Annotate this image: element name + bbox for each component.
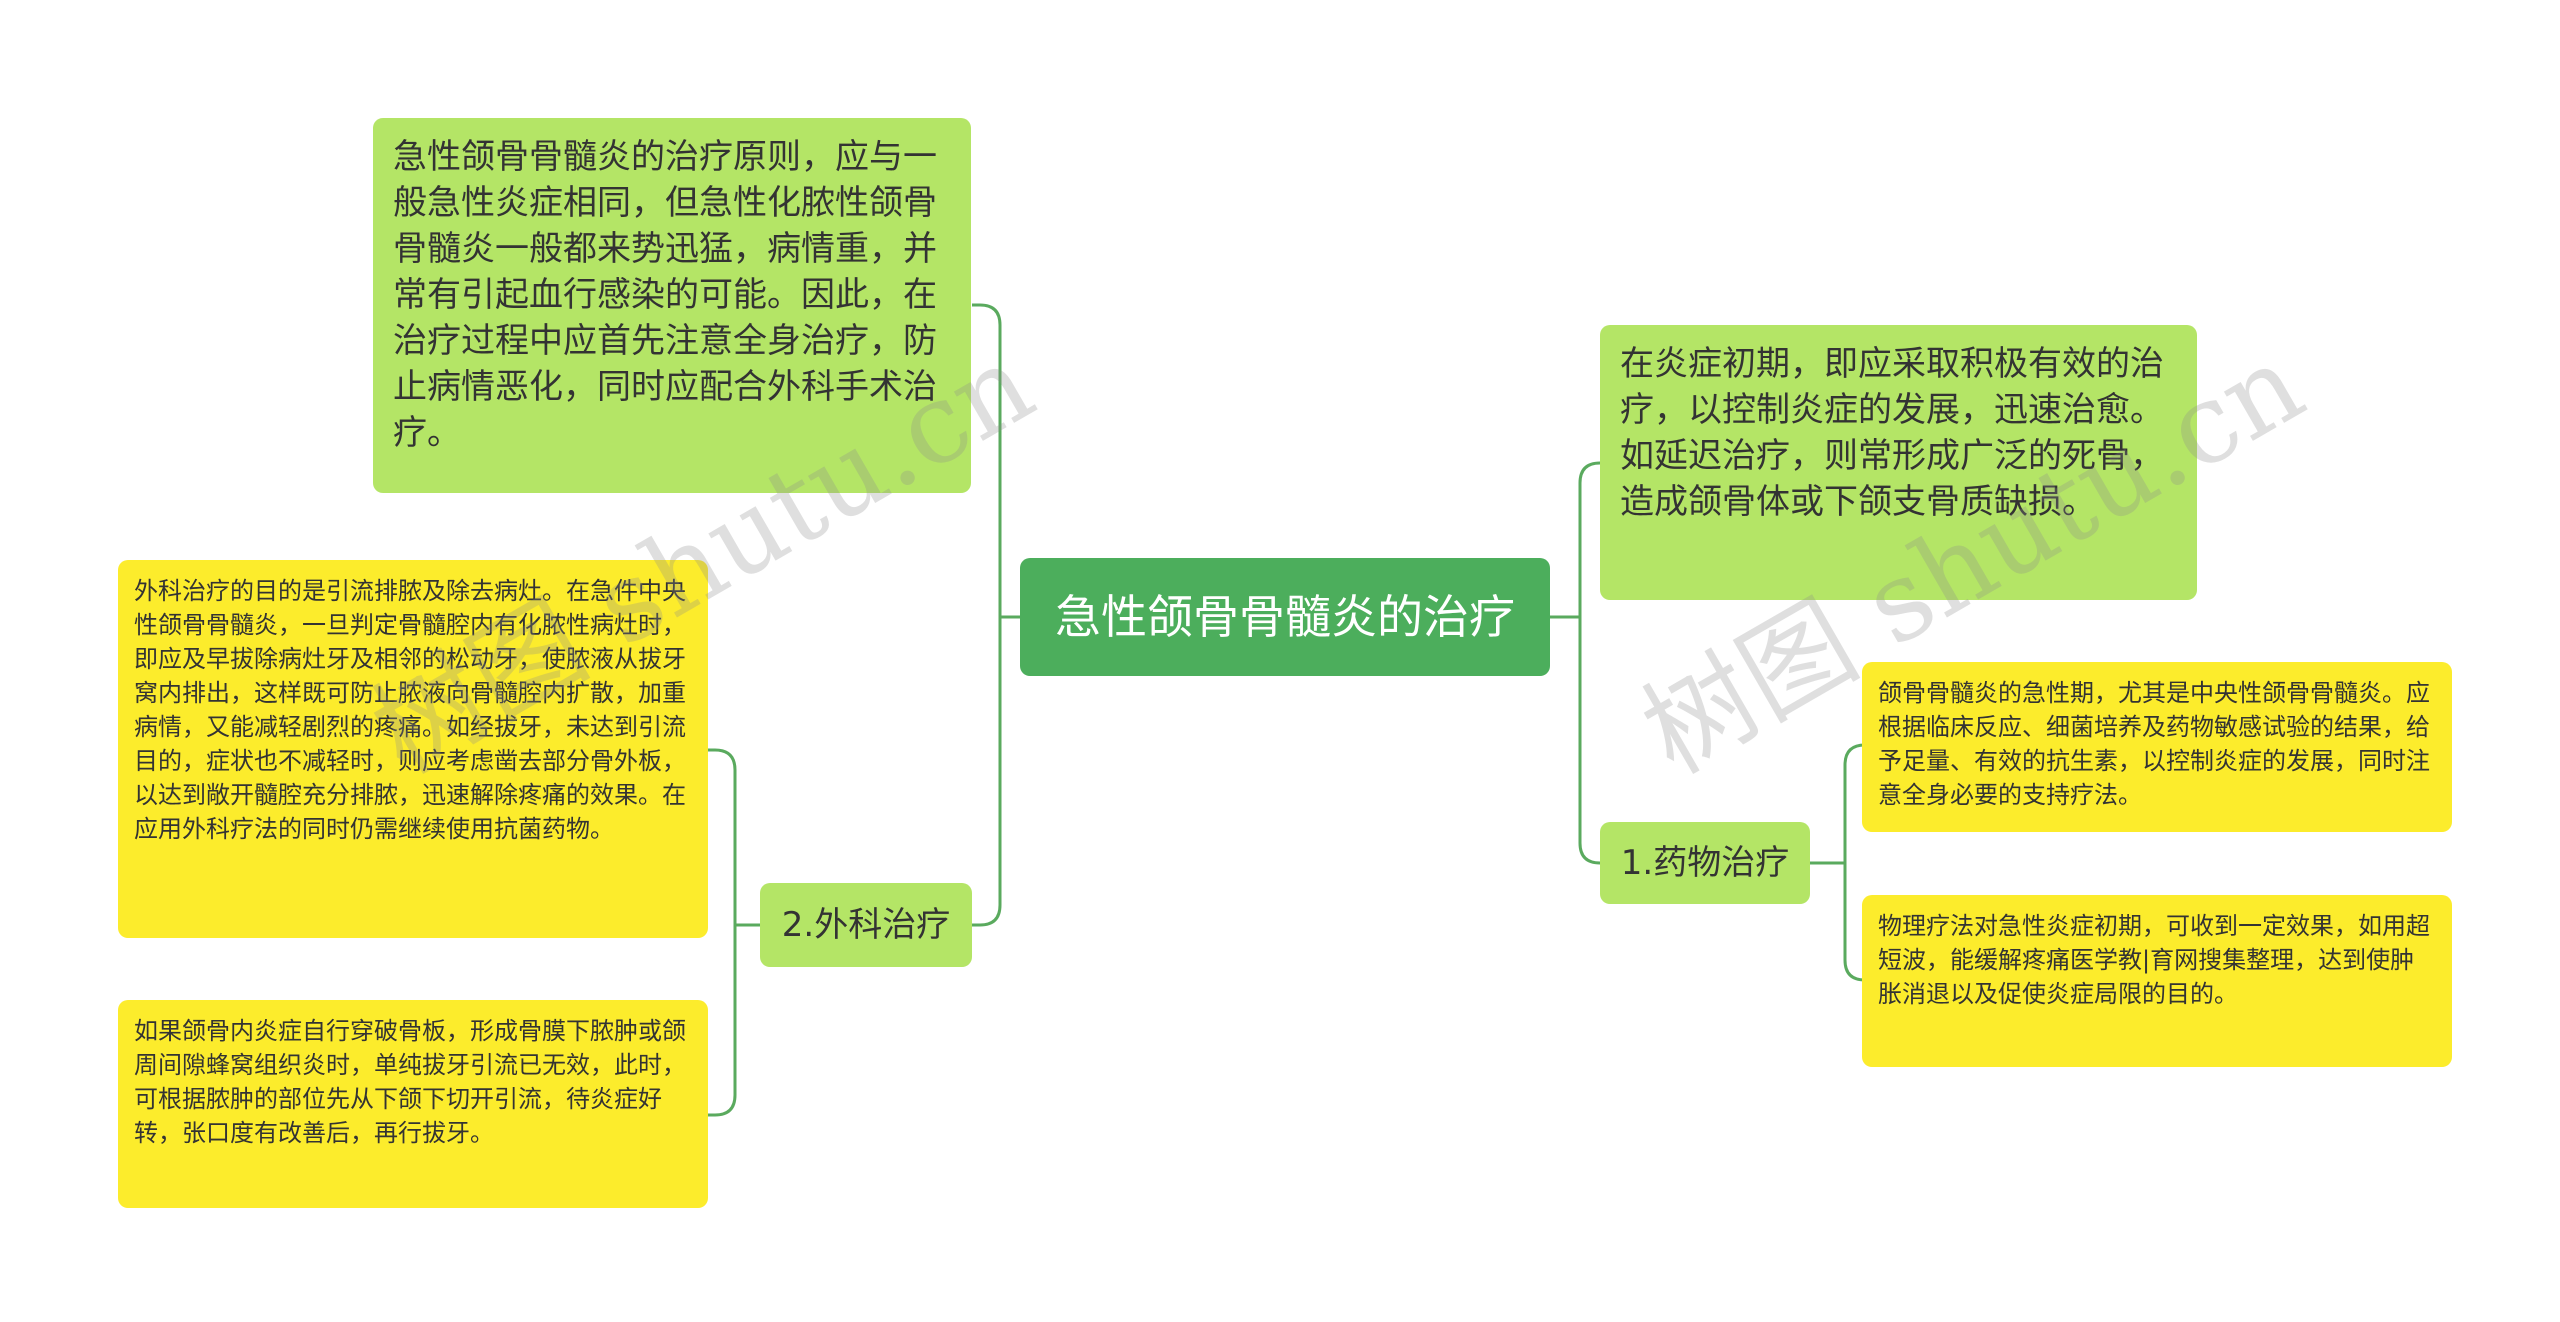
connector-surgery-detail2 [708, 925, 737, 1117]
drug-detail-2[interactable]: 物理疗法对急性炎症初期，可收到一定效果，如用超短波，能缓解疼痛医学教|育网搜集整… [1862, 895, 2452, 1067]
connector-surgery-detail1 [708, 748, 737, 925]
principle-note[interactable]: 急性颌骨骨髓炎的治疗原则，应与一般急性炎症相同，但急性化脓性颌骨骨髓炎一般都来势… [373, 118, 971, 493]
root-topic[interactable]: 急性颌骨骨髓炎的治疗 [1020, 558, 1550, 676]
surgery-detail-2[interactable]: 如果颌骨内炎症自行穿破骨板，形成骨膜下脓肿或颌周间隙蜂窝组织炎时，单纯拔牙引流已… [118, 1000, 708, 1208]
drug-detail-1[interactable]: 颌骨骨髓炎的急性期，尤其是中央性颌骨骨髓炎。应根据临床反应、细菌培养及药物敏感试… [1862, 662, 2452, 832]
drug-branch[interactable]: 1.药物治疗 [1600, 822, 1810, 904]
early-treatment-note[interactable]: 在炎症初期，即应采取积极有效的治疗，以控制炎症的发展，迅速治愈。如延迟治疗，则常… [1600, 325, 2197, 600]
surgery-branch[interactable]: 2.外科治疗 [760, 883, 972, 967]
connector-left-principle [972, 303, 1002, 617]
surgery-detail-1[interactable]: 外科治疗的目的是引流排脓及除去病灶。在急件中央性颌骨骨髓炎，一旦判定骨髓腔内有化… [118, 560, 708, 938]
connector-right-drug [1578, 617, 1608, 865]
connector-left-surgery [972, 617, 1002, 927]
connector-right-early [1578, 461, 1608, 617]
